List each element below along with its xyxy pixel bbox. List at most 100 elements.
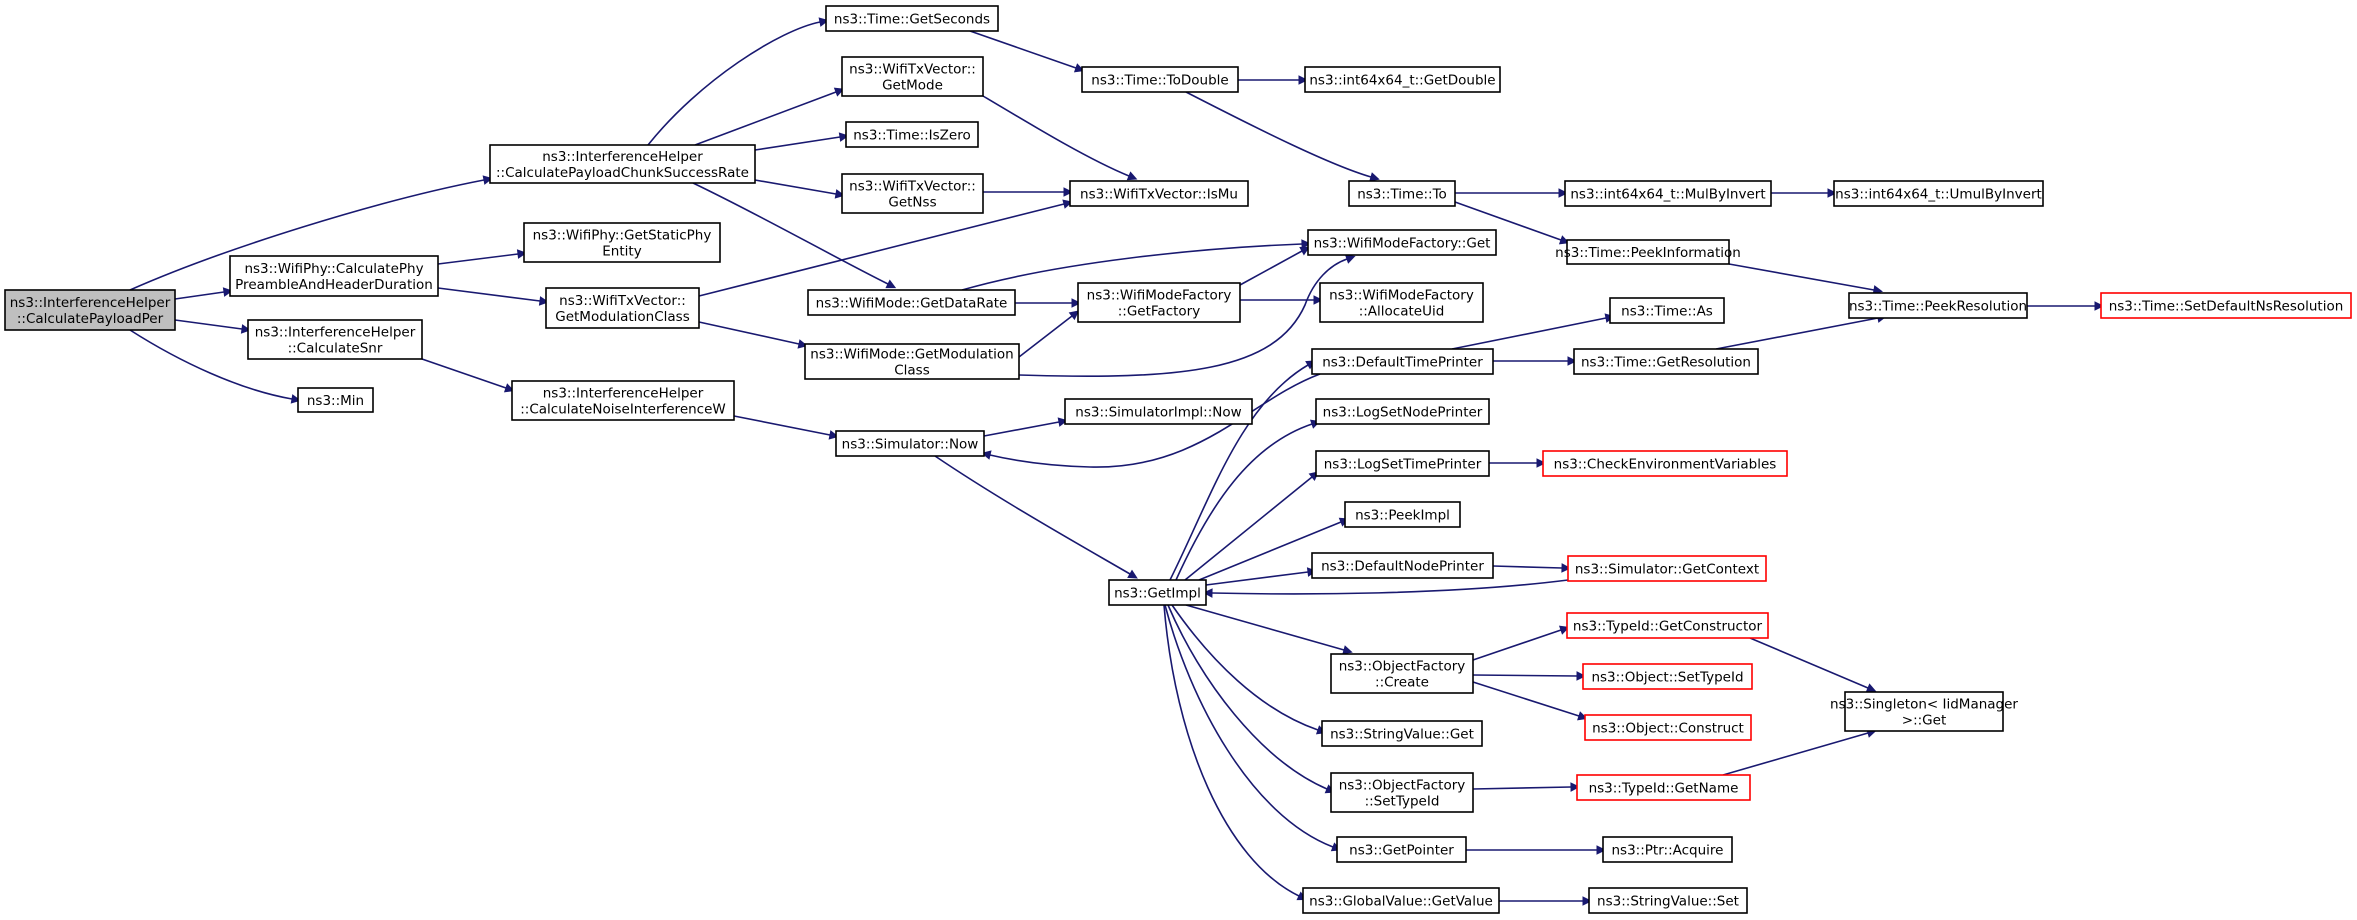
node-box — [841, 173, 984, 214]
node-box — [2100, 292, 2352, 319]
node-globalget[interactable]: ns3::GlobalValue::GetValue — [1302, 887, 1500, 914]
edge-chunk-to-datarate — [692, 182, 897, 289]
edge-datarate-to-factoryget — [961, 239, 1312, 291]
node-label-line: ns3::Singleton< IidManager — [1830, 697, 2018, 713]
node-checkenv[interactable]: ns3::CheckEnvironmentVariables — [1542, 450, 1788, 477]
node-box — [1566, 612, 1769, 639]
edge-getfactory-to-allocuid — [1240, 295, 1324, 305]
node-timeto[interactable]: ns3::Time::To — [1348, 180, 1456, 207]
node-label-line: ns3::WifiTxVector:: — [849, 62, 976, 78]
node-noise[interactable]: ns3::InterferenceHelper::CalculateNoiseI… — [511, 380, 735, 421]
node-stringget[interactable]: ns3::StringValue::Get — [1321, 720, 1483, 747]
node-getnss[interactable]: ns3::WifiTxVector::GetNss — [841, 173, 984, 214]
node-modclass[interactable]: ns3::WifiTxVector::GetModulationClass — [545, 287, 700, 329]
node-getres[interactable]: ns3::Time::GetResolution — [1573, 348, 1759, 375]
node-objcreate[interactable]: ns3::ObjectFactory::Create — [1330, 653, 1474, 694]
node-umulbyinvert[interactable]: ns3::int64x64_t::UmulByInvert — [1833, 180, 2044, 207]
edge-arrowhead — [1570, 782, 1581, 792]
edge-arrowhead — [1301, 239, 1312, 249]
node-box — [1330, 772, 1474, 813]
node-label-line: ns3::Time::As — [1621, 304, 1713, 320]
node-objsettype[interactable]: ns3::ObjectFactory::SetTypeId — [1330, 772, 1474, 813]
node-getimpl[interactable]: ns3::GetImpl — [1108, 579, 1207, 606]
node-box — [4, 289, 176, 331]
node-modeclass[interactable]: ns3::WifiMode::GetModulationClass — [804, 343, 1020, 380]
node-iszero[interactable]: ns3::Time::IsZero — [845, 121, 979, 148]
edge-line — [989, 373, 1321, 468]
node-calcphy[interactable]: ns3::WifiPhy::CalculatePhyPreambleAndHea… — [229, 255, 439, 297]
edge-line — [437, 253, 519, 265]
node-settypeid[interactable]: ns3::Object::SetTypeId — [1582, 663, 1753, 690]
node-factoryget[interactable]: ns3::WifiModeFactory::Get — [1307, 229, 1497, 256]
node-box — [523, 222, 721, 263]
edge-line — [1018, 315, 1073, 358]
node-label-line: ns3::Min — [307, 393, 364, 409]
node-box — [1081, 66, 1239, 93]
node-getname[interactable]: ns3::TypeId::GetName — [1576, 774, 1751, 801]
node-defaulttime[interactable]: ns3::DefaultTimePrinter — [1311, 348, 1494, 375]
edge-simnow-to-getimpl — [934, 455, 1138, 579]
node-defaultnode[interactable]: ns3::DefaultNodePrinter — [1311, 552, 1494, 579]
node-ptracquire[interactable]: ns3::Ptr::Acquire — [1602, 836, 1733, 863]
node-todouble[interactable]: ns3::Time::ToDouble — [1081, 66, 1239, 93]
edge-root-to-calcphy — [174, 287, 234, 300]
node-peekimpl[interactable]: ns3::PeekImpl — [1344, 501, 1461, 528]
edge-line — [698, 321, 800, 345]
node-box — [1302, 887, 1500, 914]
node-getdouble[interactable]: ns3::int64x64_t::GetDouble — [1304, 66, 1501, 93]
node-datarate[interactable]: ns3::WifiMode::GetDataRate — [807, 289, 1016, 316]
node-getconstructor[interactable]: ns3::TypeId::GetConstructor — [1566, 612, 1769, 639]
node-label-line: ns3::WifiModeFactory — [1329, 288, 1474, 304]
edge-chunk-to-iszero — [754, 132, 850, 151]
edge-arrowhead — [1567, 356, 1578, 366]
node-label-line: ns3::InterferenceHelper — [543, 386, 704, 402]
node-min[interactable]: ns3::Min — [297, 387, 374, 413]
node-box — [1311, 552, 1494, 579]
node-label-line: ::CalculateSnr — [288, 341, 383, 357]
node-label-line: ns3::InterferenceHelper — [255, 325, 416, 341]
node-label-line: GetModulationClass — [555, 309, 690, 325]
edge-line — [1749, 637, 1869, 689]
node-getseconds[interactable]: ns3::Time::GetSeconds — [825, 5, 999, 32]
node-chunk[interactable]: ns3::InterferenceHelper::CalculatePayloa… — [489, 144, 756, 184]
node-label-line: ns3::int64x64_t::MulByInvert — [1570, 187, 1765, 203]
edge-arrowhead — [538, 296, 550, 306]
node-box — [511, 380, 735, 421]
node-peekinfo[interactable]: ns3::Time::PeekInformation — [1555, 239, 1741, 265]
edge-getres-to-peekres — [1715, 313, 1887, 350]
node-getfactory[interactable]: ns3::WifiModeFactory::GetFactory — [1077, 282, 1241, 323]
node-label-line: ns3::Object::Construct — [1592, 721, 1744, 737]
node-root[interactable]: ns3::InterferenceHelper::CalculatePayloa… — [4, 289, 176, 331]
node-ismu[interactable]: ns3::WifiTxVector::IsMu — [1069, 180, 1249, 207]
edge-line — [174, 319, 243, 330]
edge-objsettype-to-getname — [1472, 782, 1581, 792]
edge-line — [1472, 674, 1578, 677]
node-simnow[interactable]: ns3::Simulator::Now — [835, 430, 985, 457]
node-simimplnow[interactable]: ns3::SimulatorImpl::Now — [1064, 398, 1253, 425]
edge-arrowhead — [1582, 896, 1593, 906]
edge-arrowhead — [1536, 458, 1547, 468]
node-label-line: ns3::DefaultNodePrinter — [1321, 559, 1484, 575]
node-label-line: ns3::Time::IsZero — [853, 128, 971, 144]
node-getcontext[interactable]: ns3::Simulator::GetContext — [1567, 555, 1767, 582]
node-construct[interactable]: ns3::Object::Construct — [1584, 714, 1752, 741]
edge-arrowhead — [1127, 569, 1138, 579]
node-getmode[interactable]: ns3::WifiTxVector::GetMode — [841, 56, 984, 97]
node-snr[interactable]: ns3::InterferenceHelper::CalculateSnr — [247, 319, 423, 360]
node-label-line: ns3::GetPointer — [1349, 843, 1454, 859]
node-stringset[interactable]: ns3::StringValue::Set — [1588, 887, 1748, 914]
node-allocuid[interactable]: ns3::WifiModeFactory::AllocateUid — [1319, 282, 1484, 323]
node-mulbyinvert[interactable]: ns3::int64x64_t::MulByInvert — [1564, 180, 1772, 207]
node-getpointer[interactable]: ns3::GetPointer — [1336, 836, 1467, 863]
node-setdefres[interactable]: ns3::Time::SetDefaultNsResolution — [2100, 292, 2352, 319]
node-box — [1844, 691, 2004, 732]
edge-arrowhead — [1561, 563, 1572, 573]
node-peekres[interactable]: ns3::Time::PeekResolution — [1848, 292, 2028, 319]
edge-arrowhead — [1342, 645, 1353, 655]
node-box — [1315, 450, 1490, 477]
node-logsetnode[interactable]: ns3::LogSetNodePrinter — [1315, 398, 1490, 425]
node-timeas[interactable]: ns3::Time::As — [1609, 297, 1725, 324]
node-singleton[interactable]: ns3::Singleton< IidManager>::Get — [1830, 691, 2018, 732]
node-logsettime[interactable]: ns3::LogSetTimePrinter — [1315, 450, 1490, 477]
